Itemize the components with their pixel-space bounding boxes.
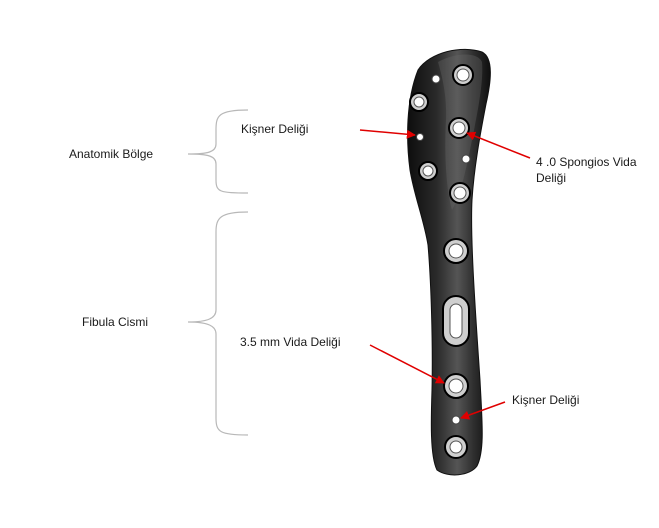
- callout-arrows: [359, 129, 531, 420]
- kirschner-hole-head-2: [461, 154, 471, 164]
- screw-hole-head-4: [449, 182, 471, 204]
- anatomic-region-brace: [187, 109, 249, 194]
- cortical-screw-hole: [443, 373, 469, 399]
- callout-label-spongios-2: Deliği: [536, 171, 567, 185]
- callout-label-kirschner-upper: Kişner Deliği: [241, 122, 309, 136]
- combi-slot-hole: [442, 295, 470, 347]
- plate-holes: [409, 64, 474, 459]
- kirschner-hole-upper: [416, 133, 424, 141]
- screw-hole-head-2: [409, 92, 429, 112]
- callout-label-cortical: 3.5 mm Vida Deliği: [240, 335, 341, 349]
- section-label-shaft: Fibula Cismi: [82, 315, 149, 329]
- shaft-region-brace: [187, 211, 249, 436]
- screw-hole-shaft-1: [443, 238, 469, 264]
- arrow-kirschner-upper: [359, 129, 416, 139]
- spongios-screw-hole: [448, 117, 470, 139]
- kirschner-hole-head-1: [431, 74, 441, 84]
- screw-hole-head-3: [418, 161, 438, 181]
- callout-label-spongios-1: 4 .0 Spongios Vida: [536, 155, 637, 169]
- kirschner-hole-lower: [451, 415, 461, 425]
- section-label-anatomic: Anatomik Bölge: [69, 147, 154, 161]
- plate-outline: [407, 48, 491, 476]
- arrow-cortical: [369, 344, 445, 384]
- screw-hole-head-1: [452, 64, 474, 86]
- arrow-kirschner-lower: [460, 401, 506, 420]
- arrow-spongios: [466, 131, 531, 159]
- screw-hole-shaft-distal: [444, 435, 468, 459]
- callout-label-kirschner-lower: Kişner Deliği: [512, 393, 580, 407]
